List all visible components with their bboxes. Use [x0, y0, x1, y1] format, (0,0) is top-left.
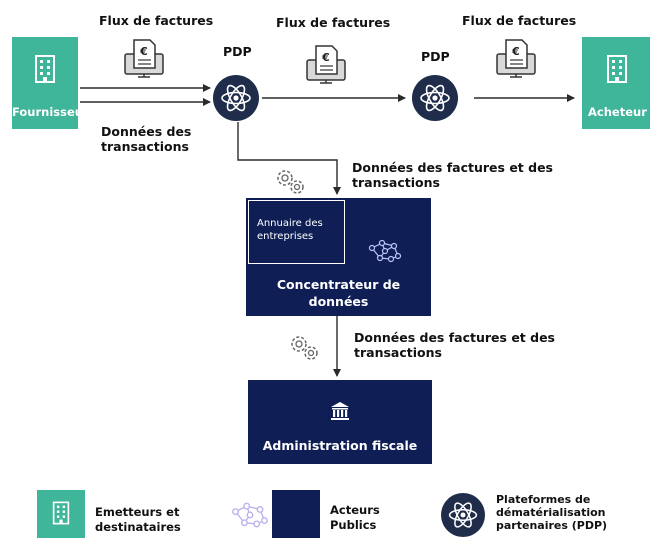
- annuaire-box: Annuaire des entreprises: [248, 200, 345, 264]
- fournisseur-label: Fournisseur: [12, 105, 89, 119]
- annuaire-label: Annuaire des entreprises: [257, 218, 323, 242]
- svg-text:€: €: [139, 45, 148, 58]
- invoice-monitor-icon: €: [124, 39, 164, 78]
- atom-icon: [420, 84, 450, 112]
- building-icon: [35, 55, 55, 83]
- administration-label: Administration fiscale: [262, 438, 418, 453]
- concentrateur-label: Concentrateur de données: [276, 277, 401, 309]
- transactions-label: Données des transactions: [101, 124, 192, 154]
- legend-emetteurs-swatch: [37, 490, 85, 538]
- gears-icon: [277, 170, 304, 194]
- network-icon: [368, 239, 402, 263]
- pdp-label-1: PDP: [223, 44, 252, 59]
- pdp-node-2: [412, 75, 458, 121]
- pdp-label-2: PDP: [421, 49, 450, 64]
- flux-label-1: Flux de factures: [99, 13, 214, 28]
- svg-text:€: €: [511, 45, 520, 58]
- concentrateur-box: Annuaire des entreprises Concentrateur d…: [246, 198, 431, 316]
- building-icon: [52, 501, 70, 525]
- invoice-monitor-icon: €: [496, 39, 536, 78]
- legend-acteurs-swatch: [272, 490, 320, 538]
- pdp-node-1: [213, 75, 259, 121]
- gears-icon: [291, 336, 318, 360]
- flux-label-2: Flux de factures: [276, 15, 391, 30]
- legend-plateformes-label: Plateformes de dématérialisation partena…: [496, 493, 608, 532]
- legend-emetteurs-label: Emetteurs et destinataires: [95, 505, 181, 534]
- administration-box: Administration fiscale: [248, 380, 432, 464]
- acheteur-box: Acheteur: [582, 37, 650, 129]
- arrow-pdp-concentrateur: [237, 122, 341, 195]
- atom-icon: [448, 502, 478, 528]
- network-icon: [232, 502, 268, 528]
- data-to-admin-label: Données des factures et des transactions: [354, 330, 555, 360]
- legend-acteurs-label: Acteurs Publics: [330, 503, 380, 532]
- building-icon: [607, 55, 627, 83]
- flux-label-3: Flux de factures: [462, 13, 577, 28]
- data-to-concentrator-label: Données des factures et des transactions: [352, 160, 553, 190]
- invoice-monitor-icon: €: [306, 45, 346, 84]
- acheteur-label: Acheteur: [588, 105, 647, 119]
- atom-icon: [221, 84, 251, 112]
- fournisseur-box: Fournisseur: [12, 37, 89, 129]
- svg-text:€: €: [321, 51, 330, 64]
- legend-pdp-swatch: [441, 493, 485, 537]
- bank-icon: [331, 402, 349, 420]
